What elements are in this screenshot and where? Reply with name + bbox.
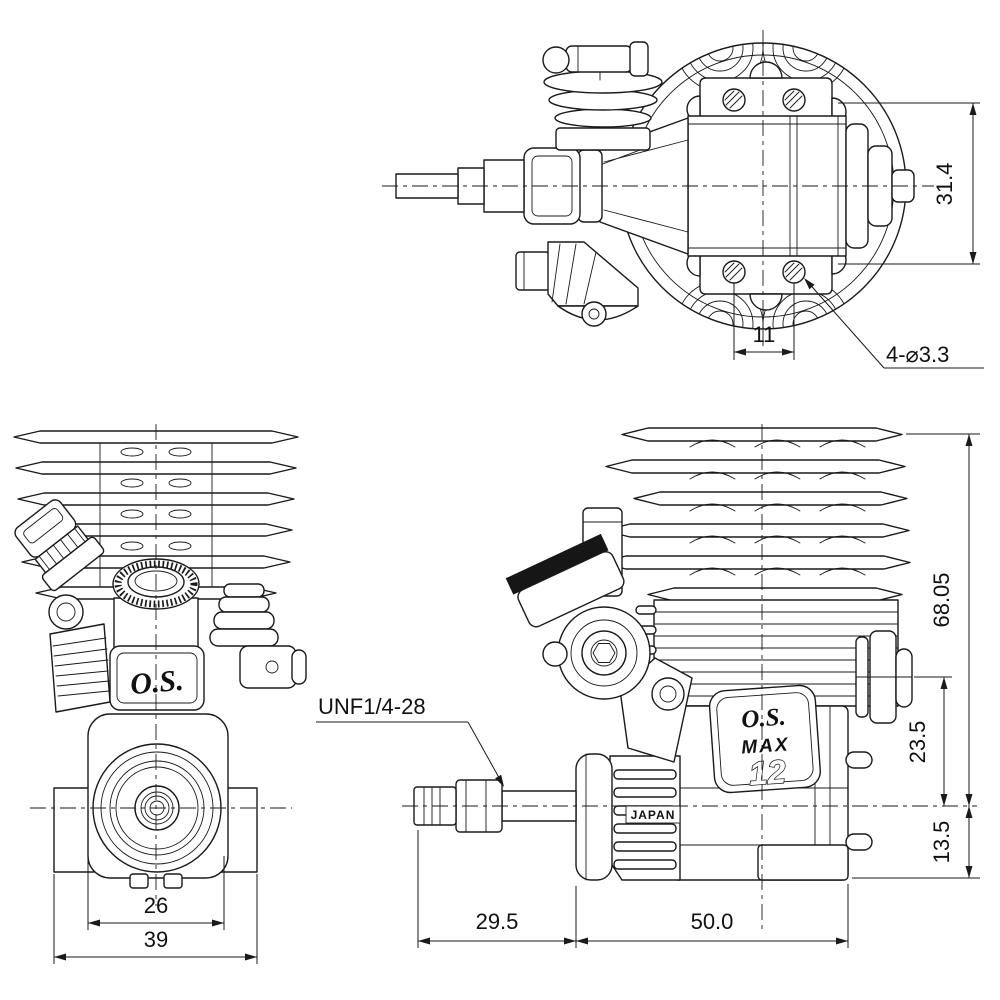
front-os-logo: O.S. [129,664,185,702]
hole-callout-label: 4-⌀3.3 [886,342,949,367]
dim-shaft-length: 29.5 [417,830,577,948]
dim-mount-height: 13.5 [852,806,980,879]
front-housing-side: JAPAN [575,753,681,881]
badge-displacement: 12 [748,753,788,793]
dim-engine-width: 31.4 [838,102,980,265]
japan-label: JAPAN [631,808,676,822]
dim-23-5-label: 23.5 [905,721,930,764]
thread-callout: UNF1/4-28 [316,694,504,787]
dim-exhaust-height: 23.5 [905,676,952,806]
badge-series: MAX [741,734,791,758]
carburetor-front [14,499,111,713]
logo-plate-front: O.S. [109,645,205,711]
dim-39-label: 39 [144,927,168,952]
dim-11-label: 11 [753,322,776,347]
dim-13-5-label: 13.5 [929,821,954,864]
mount-screws [722,88,806,284]
side-view: JAPAN [316,424,980,948]
dim-hole-spacing: 11 [733,283,795,360]
dim-31-4-label: 31.4 [932,163,957,206]
hole-callout: 4-⌀3.3 [804,278,984,369]
manifold-fins [49,623,111,713]
dim-50-0-label: 50.0 [691,909,734,934]
thread-label: UNF1/4-28 [318,694,426,719]
front-view: O.S. 26 [13,424,307,964]
crankcase-front [87,713,229,889]
fuel-inlet-nipple [542,41,649,81]
throttle-drum [651,677,685,711]
dim-26-label: 26 [144,893,168,918]
dim-29-5-label: 29.5 [476,909,519,934]
carburetor-top [542,41,663,151]
dim-case-length: 50.0 [576,884,849,948]
carburetor-side [505,507,693,763]
exhaust-front [209,583,307,689]
dim-crankcase-width: 26 [87,856,225,930]
badge-brand: O.S. [740,704,786,734]
dim-lug-span: 39 [53,874,258,964]
dim-overall-height: 68.05 [906,433,980,806]
exhaust-top [515,241,639,327]
top-view: 31.4 11 4-⌀3.3 [382,30,984,369]
exhaust-outlet-side [855,630,913,724]
badge: O.S. MAX 12 [708,684,821,794]
dim-68-05-label: 68.05 [929,572,954,627]
